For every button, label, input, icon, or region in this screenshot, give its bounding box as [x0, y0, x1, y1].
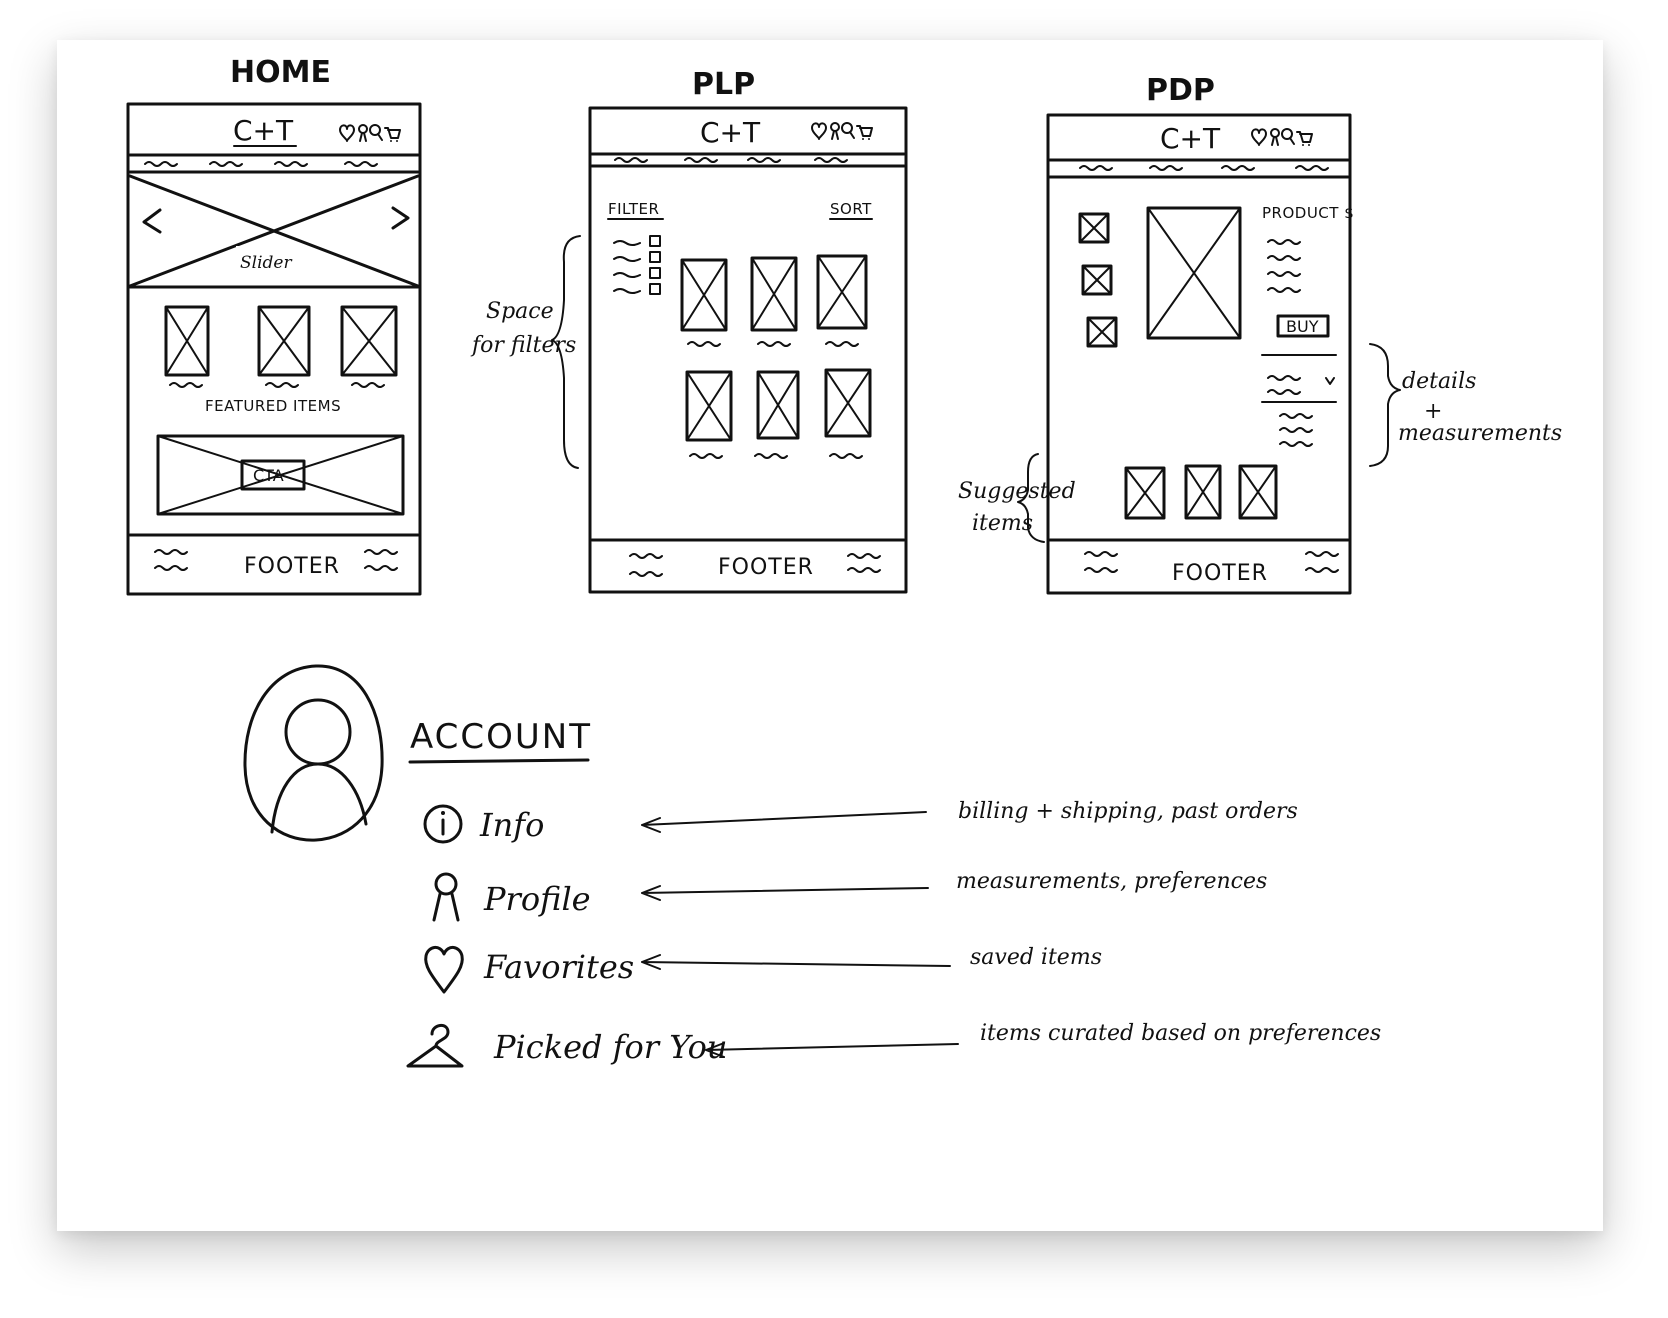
account-item-picked-description: items curated based on preferences [980, 1021, 1381, 1046]
product-image-placeholder[interactable] [750, 256, 798, 332]
pdp-wireframe: PDP C+T PRODUCT $ BUY [958, 73, 1562, 595]
product-image-placeholder[interactable] [680, 258, 728, 332]
account-item-picked-label: Picked for You [493, 1028, 727, 1066]
home-title: HOME [230, 55, 331, 90]
suggested-annotation-line2: items [972, 511, 1033, 536]
chevron-right-icon [391, 206, 410, 230]
pdp-title: PDP [1146, 73, 1215, 108]
plp-footer-label: FOOTER [718, 555, 814, 580]
suggested-annotation-line1: Suggested [958, 479, 1076, 504]
thumbnail[interactable] [1081, 264, 1113, 296]
product-image-placeholder[interactable] [816, 254, 868, 330]
featured-items: FEATURED ITEMS [164, 305, 398, 415]
pdp-frame [1046, 113, 1352, 595]
account-item-favorites[interactable]: Favorites saved items [424, 945, 1102, 994]
plp-logo: C+T [700, 116, 761, 149]
account-section: ACCOUNT Info billing + shipping, past or… [243, 664, 1381, 1068]
buy-button-label: BUY [1286, 317, 1319, 336]
buy-button[interactable] [1276, 314, 1330, 338]
account-item-profile[interactable]: Profile measurements, preferences [432, 869, 1267, 922]
info-icon [423, 804, 463, 844]
product-image-placeholder[interactable] [824, 368, 872, 438]
pdp-logo: C+T [1160, 122, 1221, 155]
product-image-placeholder [164, 305, 210, 377]
plp-title: PLP [692, 67, 755, 102]
pdp-footer-label: FOOTER [1172, 561, 1268, 586]
home-logo: C+T [233, 114, 294, 147]
filter-checkbox[interactable] [649, 283, 661, 295]
product-image-placeholder[interactable] [756, 370, 800, 440]
account-item-info[interactable]: Info billing + shipping, past orders [423, 799, 1298, 844]
filters-brace [551, 235, 581, 469]
suggested-item-placeholder[interactable] [1238, 464, 1278, 520]
person-icon [432, 872, 460, 922]
product-image-placeholder[interactable] [685, 370, 733, 442]
chevron-down-icon[interactable] [1325, 377, 1335, 385]
nav-item [144, 161, 178, 167]
suggested-item-placeholder[interactable] [1184, 464, 1222, 520]
arrow-left-icon [705, 1042, 959, 1058]
main-product-image [1146, 206, 1242, 340]
cta-banner: CTA [156, 434, 405, 516]
cta-label: CTA [253, 466, 284, 485]
details-annotation-line1: details [1402, 369, 1476, 394]
arrow-left-icon [641, 885, 929, 901]
hanger-icon [406, 1024, 464, 1068]
thumbnail[interactable] [1086, 316, 1118, 348]
account-item-info-label: Info [479, 806, 544, 844]
nav-item [209, 161, 243, 167]
plp-header-icons [811, 122, 873, 140]
account-item-picked[interactable]: Picked for You items curated based on pr… [406, 1021, 1381, 1068]
details-annotation-line2: + [1424, 399, 1442, 424]
account-item-profile-description: measurements, preferences [956, 869, 1267, 894]
home-slider: Slider [128, 174, 420, 289]
filter-checkbox[interactable] [649, 267, 661, 279]
filters-annotation-line1: Space [486, 299, 554, 324]
product-grid [680, 254, 872, 459]
filter-checkbox[interactable] [649, 251, 661, 263]
account-item-favorites-description: saved items [970, 945, 1102, 970]
arrow-left-icon [641, 954, 951, 970]
plp-wireframe: PLP C+T FILTER SORT [470, 67, 908, 594]
account-title: ACCOUNT [410, 717, 592, 757]
slider-label: Slider [240, 253, 292, 273]
home-wireframe: HOME C+T Slider FE [126, 55, 422, 596]
suggested-item-placeholder[interactable] [1124, 466, 1166, 520]
cta-button[interactable] [240, 459, 306, 491]
plp-frame [588, 106, 908, 594]
sort-label[interactable]: SORT [830, 200, 872, 218]
home-footer-label: FOOTER [244, 554, 340, 579]
thumbnail[interactable] [1078, 212, 1110, 244]
product-image-placeholder [340, 305, 398, 377]
heart-icon [424, 946, 464, 994]
arrow-left-icon [641, 811, 927, 833]
nav-item [274, 161, 308, 167]
pdp-header-icons [1251, 128, 1313, 146]
account-item-info-description: billing + shipping, past orders [958, 799, 1298, 824]
chevron-left-icon [142, 208, 162, 234]
details-brace [1369, 343, 1401, 467]
account-item-profile-label: Profile [483, 880, 591, 918]
home-header-icons [339, 124, 401, 142]
filter-label[interactable]: FILTER [608, 200, 659, 218]
filter-options [613, 235, 661, 295]
suggested-items [1124, 464, 1278, 520]
details-annotation-line3: measurements [1398, 421, 1562, 446]
paper-sheet [57, 40, 1603, 1231]
featured-label: FEATURED ITEMS [205, 397, 341, 415]
product-price-label: PRODUCT $ [1262, 204, 1354, 222]
home-frame [126, 102, 422, 596]
nav-item [344, 161, 378, 167]
filters-annotation-line2: for filters [470, 333, 576, 358]
product-thumbnails [1078, 212, 1118, 348]
account-item-favorites-label: Favorites [483, 948, 634, 986]
product-image-placeholder [257, 305, 311, 377]
filter-checkbox[interactable] [649, 235, 661, 247]
suggested-brace [1017, 453, 1045, 543]
avatar-icon [243, 664, 384, 842]
